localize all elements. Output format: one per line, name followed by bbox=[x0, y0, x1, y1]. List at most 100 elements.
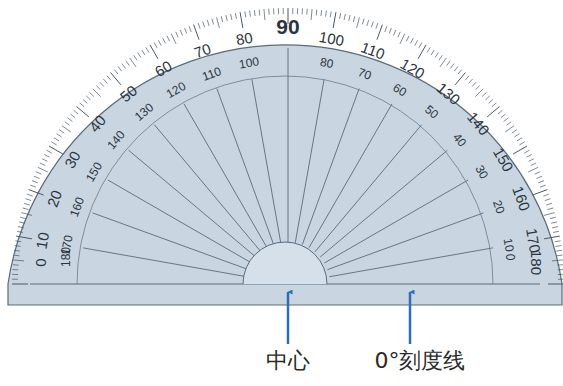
tick-mark bbox=[357, 17, 360, 28]
tick-mark bbox=[340, 13, 341, 19]
tick-mark bbox=[557, 255, 563, 257]
tick-mark bbox=[415, 40, 418, 45]
radial-line bbox=[315, 125, 422, 252]
tick-mark bbox=[333, 12, 336, 28]
radial-line bbox=[217, 89, 274, 245]
tick-mark bbox=[297, 8, 298, 14]
tick-mark bbox=[427, 47, 430, 52]
tick-mark bbox=[475, 89, 483, 97]
tick-mark bbox=[62, 126, 71, 132]
tick-mark bbox=[86, 96, 90, 100]
tick-mark bbox=[154, 43, 157, 48]
tick-mark bbox=[212, 19, 214, 25]
scale-ticks bbox=[12, 8, 563, 284]
tick-mark bbox=[240, 12, 243, 28]
tick-mark bbox=[538, 181, 544, 183]
tick-mark bbox=[505, 126, 514, 132]
zero-line-arrow bbox=[409, 292, 412, 344]
tick-mark bbox=[194, 25, 199, 40]
tick-mark bbox=[278, 8, 279, 14]
tick-mark bbox=[12, 269, 18, 270]
tick-mark bbox=[100, 82, 104, 86]
tick-mark bbox=[465, 76, 469, 81]
outer-scale-number: 10 bbox=[34, 231, 52, 250]
tick-mark bbox=[259, 10, 261, 16]
center-arrow bbox=[287, 292, 290, 344]
tick-mark bbox=[14, 250, 20, 252]
radial-line bbox=[295, 79, 324, 242]
tick-mark bbox=[371, 22, 373, 28]
tick-mark bbox=[440, 58, 446, 67]
tick-mark bbox=[447, 61, 451, 66]
tick-mark bbox=[320, 10, 322, 16]
tick-mark bbox=[19, 222, 25, 223]
tick-mark bbox=[268, 9, 269, 15]
tick-mark bbox=[316, 10, 318, 16]
tick-mark bbox=[14, 255, 20, 257]
tick-mark bbox=[435, 53, 438, 58]
tick-mark bbox=[107, 76, 111, 81]
tick-mark bbox=[71, 114, 76, 118]
tick-mark bbox=[12, 279, 18, 280]
radial-line bbox=[154, 125, 261, 252]
tick-mark bbox=[80, 103, 85, 107]
tick-mark bbox=[543, 194, 549, 196]
tick-mark bbox=[492, 103, 497, 107]
tick-mark bbox=[221, 16, 222, 22]
tick-mark bbox=[103, 79, 107, 83]
tick-mark bbox=[32, 181, 38, 183]
tick-mark bbox=[528, 167, 538, 172]
tick-mark bbox=[532, 190, 547, 195]
tick-mark bbox=[44, 154, 49, 157]
tick-mark bbox=[34, 176, 40, 178]
tick-mark bbox=[419, 43, 422, 48]
tick-mark bbox=[36, 172, 41, 174]
tick-mark bbox=[21, 213, 32, 216]
tick-mark bbox=[524, 150, 529, 153]
tick-mark bbox=[93, 89, 101, 97]
tick-mark bbox=[501, 114, 506, 118]
tick-mark bbox=[385, 26, 387, 32]
tick-mark bbox=[367, 20, 369, 26]
inner-arc bbox=[77, 76, 493, 284]
tick-mark bbox=[130, 58, 136, 67]
outer-scale-number: 100 bbox=[318, 29, 345, 48]
tick-mark bbox=[411, 38, 414, 43]
tick-mark bbox=[535, 172, 540, 174]
tick-mark bbox=[418, 45, 426, 59]
tick-mark bbox=[545, 199, 551, 201]
radial-line bbox=[329, 248, 492, 277]
tick-mark bbox=[558, 279, 563, 280]
tick-mark bbox=[400, 34, 405, 44]
tick-mark bbox=[557, 264, 563, 265]
tick-mark bbox=[406, 36, 409, 41]
tick-mark bbox=[226, 15, 227, 21]
tick-mark bbox=[89, 92, 93, 96]
tick-mark bbox=[529, 159, 534, 162]
tick-mark bbox=[176, 32, 178, 37]
tick-mark bbox=[68, 118, 73, 122]
tick-mark bbox=[552, 259, 563, 261]
tick-mark bbox=[393, 30, 395, 36]
radial-line bbox=[309, 104, 392, 248]
tick-mark bbox=[42, 159, 47, 162]
tick-mark bbox=[27, 194, 33, 196]
tick-mark bbox=[389, 28, 391, 34]
tick-mark bbox=[171, 34, 176, 44]
tick-mark bbox=[302, 8, 303, 14]
tick-mark bbox=[203, 22, 205, 28]
part-label: 0°刻度线 bbox=[375, 350, 466, 372]
tick-mark bbox=[548, 208, 554, 210]
tick-mark bbox=[249, 11, 251, 17]
tick-mark bbox=[77, 107, 89, 117]
tick-mark bbox=[189, 26, 191, 32]
tick-mark bbox=[504, 118, 509, 122]
tick-mark bbox=[231, 14, 232, 20]
tick-mark bbox=[138, 53, 141, 58]
tick-mark bbox=[217, 17, 220, 28]
tick-mark bbox=[163, 38, 166, 43]
tick-mark bbox=[455, 73, 465, 85]
tick-mark bbox=[551, 222, 557, 223]
tick-mark bbox=[458, 70, 462, 75]
